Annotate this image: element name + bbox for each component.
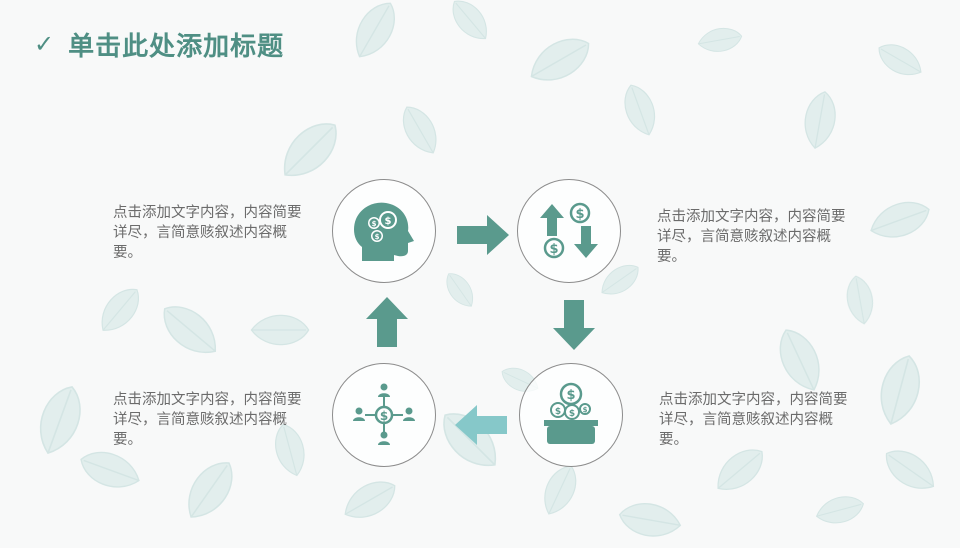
- text-block-bottom-left[interactable]: 点击添加文字内容，内容简要详尽，言简意赅叙述内容概要。: [113, 392, 302, 448]
- svg-text:$: $: [555, 407, 561, 417]
- step-circle-3: $ $ $ $: [519, 363, 623, 467]
- svg-text:$: $: [549, 242, 558, 257]
- svg-text:$: $: [380, 409, 388, 423]
- text-block-bottom-right[interactable]: 点击添加文字内容，内容简要详尽，言简意赅叙述内容概要。: [659, 392, 848, 448]
- check-icon: ✓: [34, 30, 55, 58]
- svg-text:$: $: [566, 388, 575, 403]
- head-money-icon: $ $ $: [354, 202, 414, 261]
- svg-text:$: $: [375, 233, 380, 241]
- svg-text:$: $: [385, 216, 392, 227]
- step-circle-2: $ $: [517, 179, 621, 283]
- text-block-top-left[interactable]: 点击添加文字内容，内容简要详尽，言简意赅叙述内容概要。: [113, 205, 302, 261]
- step-circle-4: $: [332, 363, 436, 467]
- text-block-top-right[interactable]: 点击添加文字内容，内容简要详尽，言简意赅叙述内容概要。: [657, 209, 846, 265]
- money-box-icon: $ $ $ $: [544, 382, 598, 444]
- money-exchange-icon: $ $: [540, 202, 598, 259]
- svg-text:$: $: [583, 406, 588, 414]
- arrow-up-icon: [366, 297, 408, 347]
- arrow-left-icon: [455, 405, 507, 445]
- svg-text:$: $: [569, 409, 575, 419]
- header: ✓ 单击此处添加标题: [34, 26, 284, 63]
- step-circle-1: $ $ $: [332, 179, 436, 283]
- arrow-down-icon: [553, 300, 595, 350]
- svg-text:$: $: [372, 220, 377, 228]
- page-title[interactable]: 单击此处添加标题: [68, 31, 285, 61]
- svg-text:$: $: [575, 207, 584, 222]
- arrow-right-icon: [457, 215, 509, 255]
- people-money-network-icon: $: [353, 383, 415, 445]
